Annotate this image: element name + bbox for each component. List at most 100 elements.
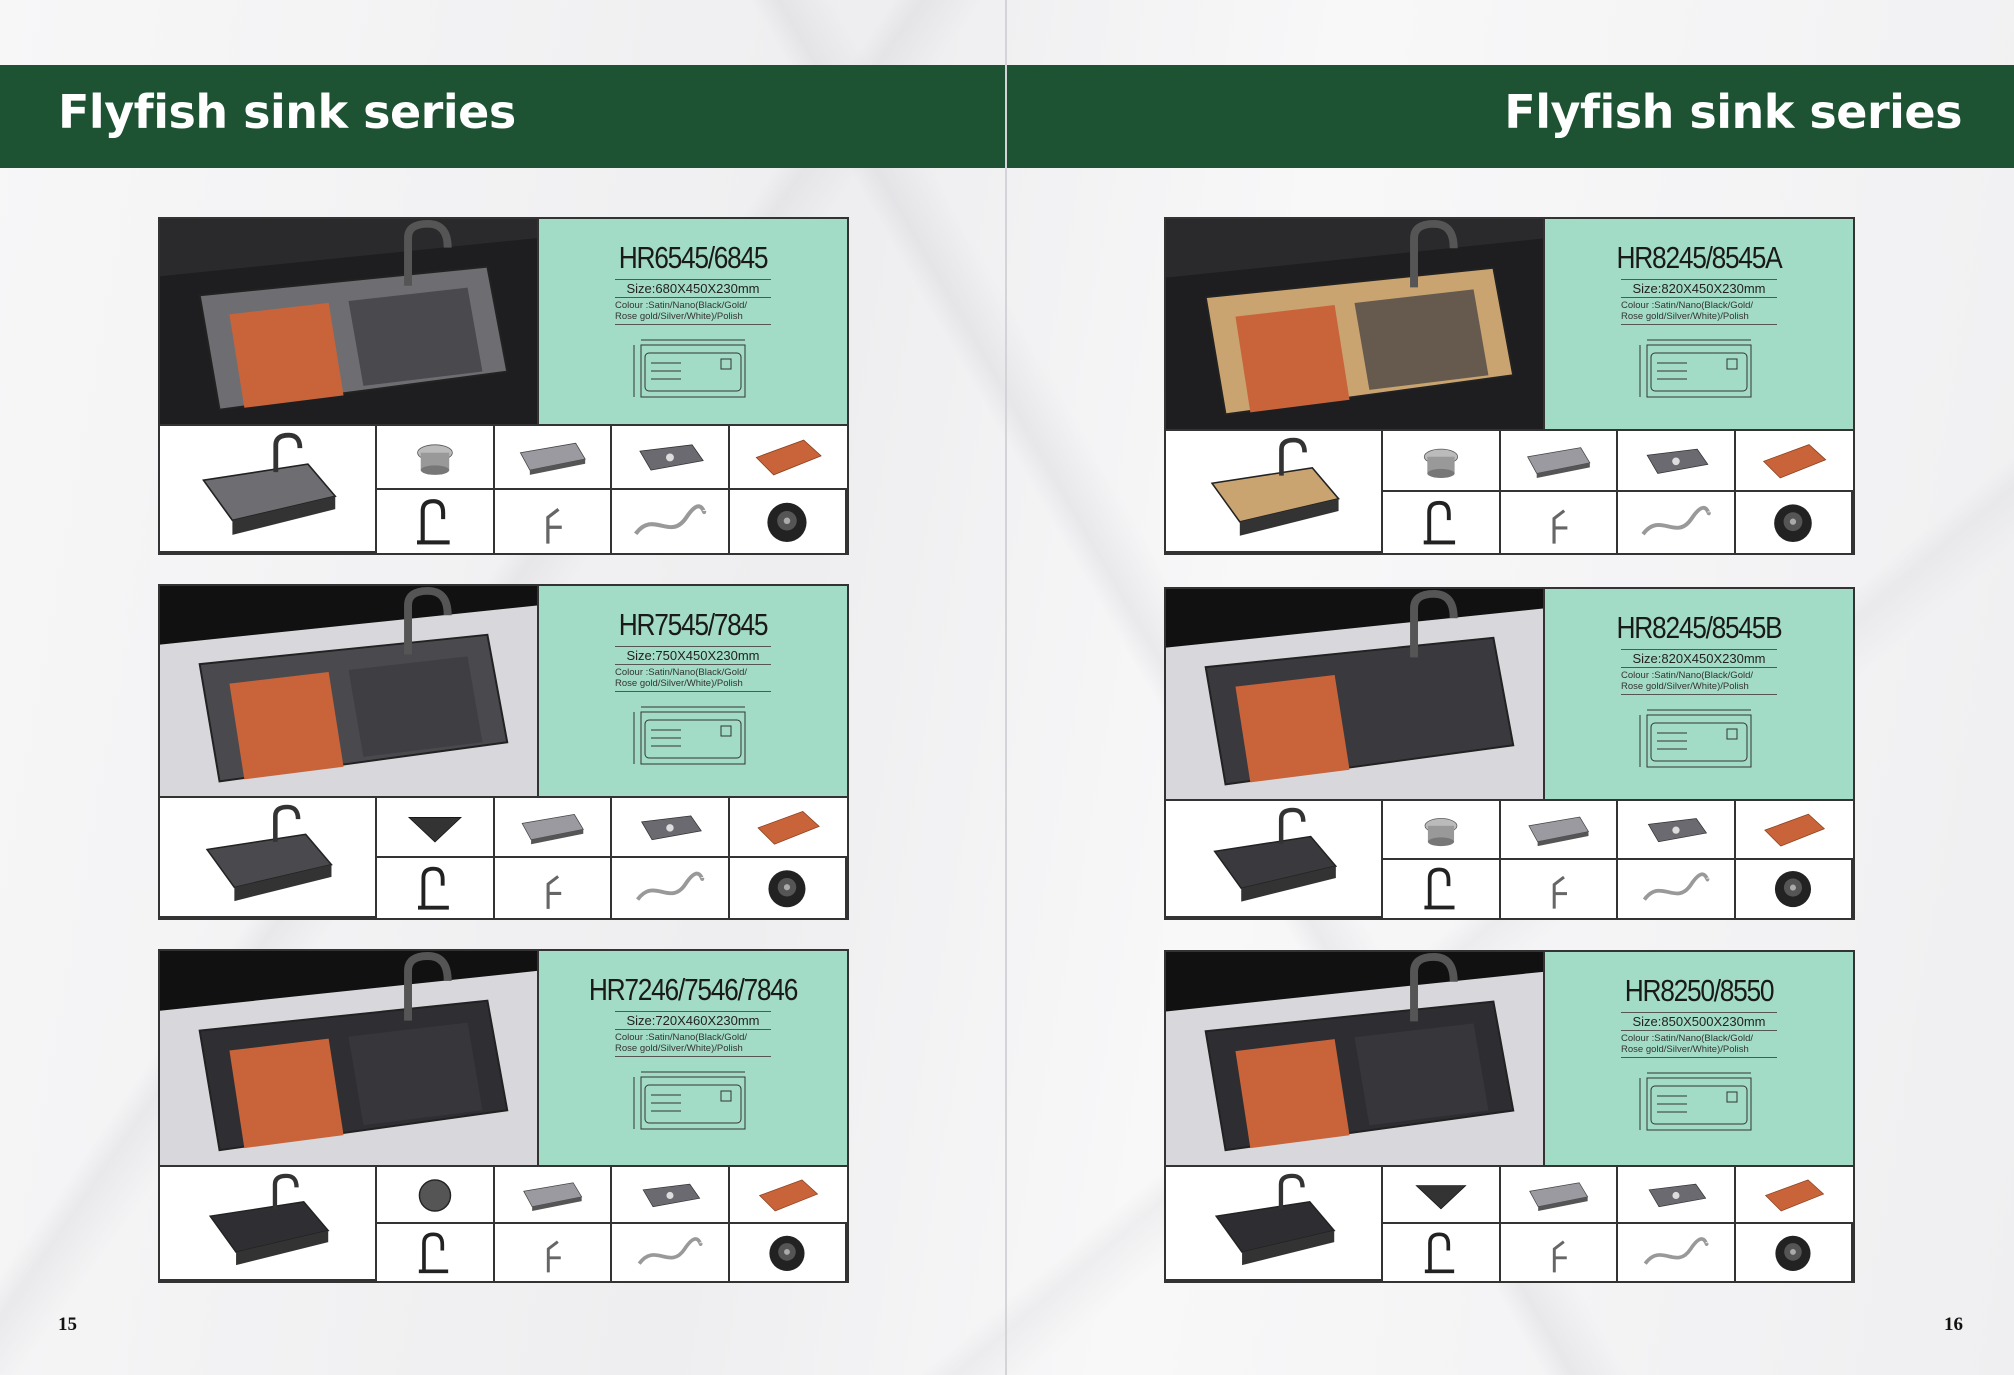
drain-tray-icon xyxy=(520,442,587,475)
model-number: HR8250/8550 xyxy=(1624,973,1775,1008)
accessory-thumbnail xyxy=(1736,492,1853,553)
strainer-icon xyxy=(416,444,453,475)
product-block: HR7246/7546/7846 Size:720X460X230mm Colo… xyxy=(158,949,849,1283)
accessory-thumbnail xyxy=(730,858,847,918)
pull-faucet-icon xyxy=(547,1240,562,1273)
strainer-icon xyxy=(1423,448,1458,478)
product-photo xyxy=(1166,589,1545,799)
corner-rack-icon xyxy=(407,816,462,843)
spec-panel: HR8245/8545B Size:820X450X230mm Colour :… xyxy=(1545,589,1853,799)
accessory-thumbnail xyxy=(1383,801,1501,860)
drain-tray-icon xyxy=(523,1182,583,1211)
accessory-thumbnail xyxy=(612,489,730,553)
header-band: Flyfish sink series xyxy=(1007,65,2014,168)
product-header: HR6545/6845 Size:680X450X230mm Colour :S… xyxy=(160,219,847,426)
accessory-thumbnail xyxy=(377,426,495,490)
dimension-drawing xyxy=(633,1071,746,1130)
spec-panel: HR8245/8545A Size:820X450X230mm Colour :… xyxy=(1545,219,1853,429)
accessory-thumbnail xyxy=(1618,801,1736,860)
accessory-grid xyxy=(1166,431,1853,553)
colour-spec: Colour :Satin/Nano(Black/Gold/ Rose gold… xyxy=(615,665,771,692)
accessory-thumbnail xyxy=(1383,1167,1501,1224)
accessory-thumbnail xyxy=(1618,492,1736,553)
accessory-thumbnail xyxy=(1736,1224,1853,1281)
model-number: HR8245/8545A xyxy=(1616,240,1783,275)
colour-spec: Colour :Satin/Nano(Black/Gold/ Rose gold… xyxy=(615,298,771,325)
sink-thumbnail xyxy=(160,1167,377,1281)
cutting-board-icon xyxy=(1764,813,1826,847)
cup-washer-icon xyxy=(769,1235,805,1271)
sink-thumbnail xyxy=(1166,1167,1383,1281)
basket-icon xyxy=(1647,817,1707,843)
accessory-thumbnail xyxy=(1500,801,1618,860)
faucet-icon xyxy=(418,1232,448,1274)
drain-tray-icon xyxy=(1527,447,1591,478)
accessory-thumbnail xyxy=(1736,859,1853,918)
size-spec: Size:850X500X230mm xyxy=(1621,1012,1777,1031)
page-number: 15 xyxy=(58,1314,77,1335)
size-spec: Size:750X450X230mm xyxy=(615,646,771,665)
accessory-thumbnail xyxy=(377,489,495,553)
accessory-thumbnail xyxy=(1735,801,1853,860)
accessory-thumbnail xyxy=(612,1167,730,1224)
accessory-thumbnail xyxy=(1501,1224,1618,1281)
pull-faucet-icon xyxy=(1553,1240,1568,1273)
faucet-icon xyxy=(1424,1232,1454,1274)
faucet-icon xyxy=(1424,868,1455,910)
size-spec: Size:720X460X230mm xyxy=(615,1011,771,1030)
basket-icon xyxy=(1646,448,1709,474)
accessory-thumbnail xyxy=(1501,859,1618,918)
accessory-thumbnail xyxy=(494,1167,612,1224)
cup-washer-icon xyxy=(1774,504,1813,543)
colour-spec: Colour :Satin/Nano(Black/Gold/ Rose gold… xyxy=(1621,668,1777,695)
faucet-icon xyxy=(1423,500,1455,545)
model-number: HR7545/7845 xyxy=(618,607,769,642)
strainer-icon xyxy=(1424,817,1458,846)
size-spec: Size:820X450X230mm xyxy=(1621,279,1777,298)
accessory-thumbnail xyxy=(495,489,612,553)
accessory-thumbnail xyxy=(612,1224,730,1281)
accessory-thumbnail xyxy=(1618,859,1736,918)
accessory-grid xyxy=(1166,801,1853,918)
dimension-drawing xyxy=(633,339,746,398)
basket-icon xyxy=(1648,1183,1707,1207)
hose-icon xyxy=(1643,1237,1709,1265)
pull-faucet-icon xyxy=(546,507,563,544)
drain-tray-icon xyxy=(521,813,585,845)
accessory-grid xyxy=(1166,1167,1853,1281)
accessory-grid xyxy=(160,1167,847,1281)
spec-panel: HR8250/8550 Size:850X500X230mm Colour :S… xyxy=(1545,952,1853,1165)
sink-thumbnail xyxy=(1166,801,1383,918)
accessory-thumbnail xyxy=(494,798,612,858)
cup-washer-icon xyxy=(768,870,806,908)
accessory-thumbnail xyxy=(612,426,730,490)
basket-icon xyxy=(639,444,704,471)
product-block: HR6545/6845 Size:680X450X230mm Colour :S… xyxy=(158,217,849,555)
cup-washer-icon xyxy=(1775,871,1812,908)
cup-washer-icon xyxy=(767,502,807,542)
product-header: HR7246/7546/7846 Size:720X460X230mm Colo… xyxy=(160,951,847,1167)
accessory-thumbnail xyxy=(1383,1224,1501,1281)
accessory-thumbnail xyxy=(1501,492,1618,553)
accessory-thumbnail xyxy=(729,426,847,490)
product-header: HR8245/8545B Size:820X450X230mm Colour :… xyxy=(1166,589,1853,801)
accessory-thumbnail xyxy=(494,426,612,490)
accessory-thumbnail xyxy=(1735,1167,1853,1224)
corner-rack-icon xyxy=(1415,1184,1467,1210)
spec-panel: HR7246/7546/7846 Size:720X460X230mm Colo… xyxy=(539,951,847,1165)
page-number: 16 xyxy=(1944,1314,1963,1335)
product-block: HR8245/8545A Size:820X450X230mm Colour :… xyxy=(1164,217,1855,555)
cutting-board-icon xyxy=(759,1179,819,1212)
cutting-board-icon xyxy=(755,439,823,476)
product-header: HR8245/8545A Size:820X450X230mm Colour :… xyxy=(1166,219,1853,431)
accessory-thumbnail xyxy=(495,858,612,918)
page-divider xyxy=(1005,0,1007,1375)
accessory-thumbnail xyxy=(1618,1224,1736,1281)
dimension-drawing xyxy=(633,706,746,765)
cup-washer-icon xyxy=(1775,1235,1811,1271)
catalog-page-15: Flyfish sink series HR6545/6845 Size:680… xyxy=(0,0,1006,1375)
model-number: HR8245/8545B xyxy=(1616,610,1783,645)
accessory-thumbnail xyxy=(377,1167,495,1224)
page-title: Flyfish sink series xyxy=(58,85,516,139)
dimension-drawing xyxy=(1639,709,1752,768)
